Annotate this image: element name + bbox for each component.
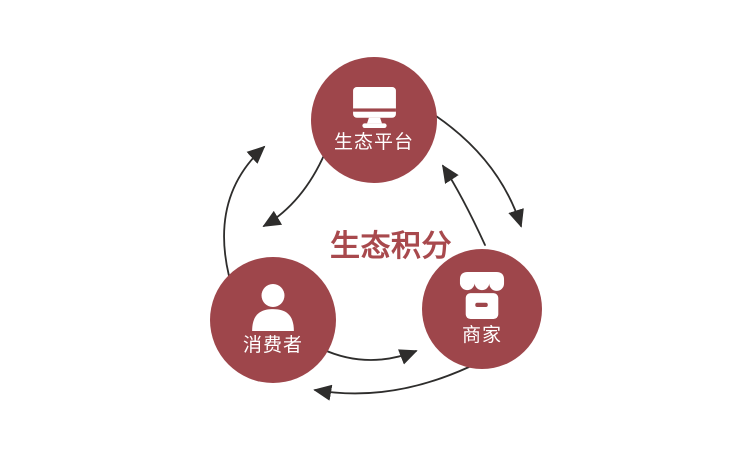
diagram-title: 生态积分 <box>330 230 452 263</box>
flow-arrow-merchant-to-consumer <box>313 366 470 401</box>
node-label-merchant: 商家 <box>461 325 502 347</box>
flow-arrow-merchant-to-ecosystem-platform <box>442 164 486 246</box>
flow-arrow-consumer-to-merchant <box>321 348 418 365</box>
node-label-ecosystem-platform: 生态平台 <box>333 131 414 153</box>
node-label-consumer: 消费者 <box>242 335 303 357</box>
node-consumer: 消费者 <box>210 257 336 383</box>
monitor-icon <box>352 86 396 128</box>
store-icon <box>459 272 505 320</box>
person-icon <box>252 284 294 332</box>
node-merchant: 商家 <box>422 249 542 369</box>
flow-arrow-consumer-to-ecosystem-platform <box>223 145 266 277</box>
flow-arrow-ecosystem-platform-to-consumer <box>262 152 326 227</box>
node-ecosystem-platform: 生态平台 <box>311 57 437 183</box>
flow-arrow-ecosystem-platform-to-merchant <box>435 115 524 228</box>
